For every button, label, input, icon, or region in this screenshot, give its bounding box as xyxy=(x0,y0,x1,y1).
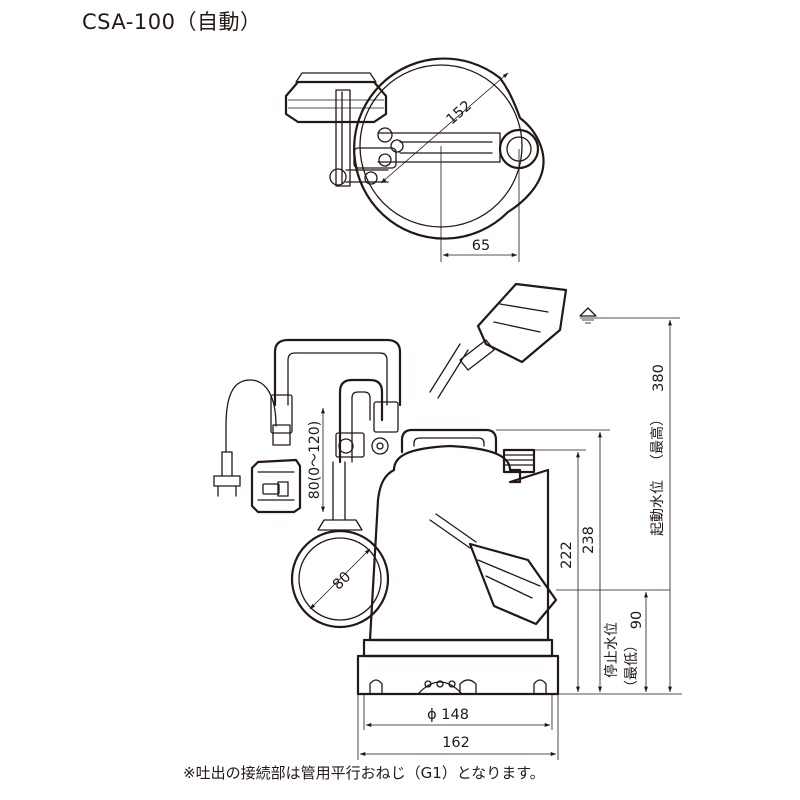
stop-level-label: 停止水位 xyxy=(603,622,620,678)
dim-float-range: 80(0〜120) xyxy=(307,421,323,499)
dim-start-level: 380 xyxy=(651,364,667,392)
start-level-note: （最高） xyxy=(649,412,666,468)
internal-float-switch xyxy=(468,542,558,626)
dim-top-offset: 65 xyxy=(472,238,490,254)
pump-base xyxy=(362,638,554,658)
water-level-icon xyxy=(579,307,597,324)
dim-body-height: 238 xyxy=(581,526,597,554)
dim-overall-width: 162 xyxy=(442,735,470,751)
page-title: CSA-100（自動） xyxy=(82,10,262,34)
raised-float xyxy=(429,282,568,399)
front-view: 80 80(0〜120) ϕ 148 xyxy=(213,282,682,760)
pump-body xyxy=(368,444,550,642)
hose-pipe xyxy=(273,338,402,407)
float-switch-cap xyxy=(284,80,388,124)
start-level-label: 起動水位 xyxy=(650,480,666,536)
dim-float-diameter: 80 xyxy=(330,569,354,593)
footnote: ※吐出の接続部は管用平行おねじ（G1）となります。 xyxy=(183,764,545,782)
dim-base-diameter: ϕ 148 xyxy=(427,707,469,723)
pump-handle xyxy=(400,428,498,454)
top-view-body xyxy=(353,57,545,240)
stop-level-note: （最低） xyxy=(624,638,640,694)
top-view: 152 65 xyxy=(284,57,545,262)
dim-top-diameter: 152 xyxy=(444,98,475,128)
outlet-connector xyxy=(502,448,536,474)
float-ball xyxy=(290,529,390,629)
plug-icon xyxy=(213,451,241,497)
power-cable xyxy=(225,379,277,453)
dim-stop-level: 90 xyxy=(629,611,645,629)
dim-outlet-height: 222 xyxy=(559,541,575,569)
control-box xyxy=(250,458,302,514)
